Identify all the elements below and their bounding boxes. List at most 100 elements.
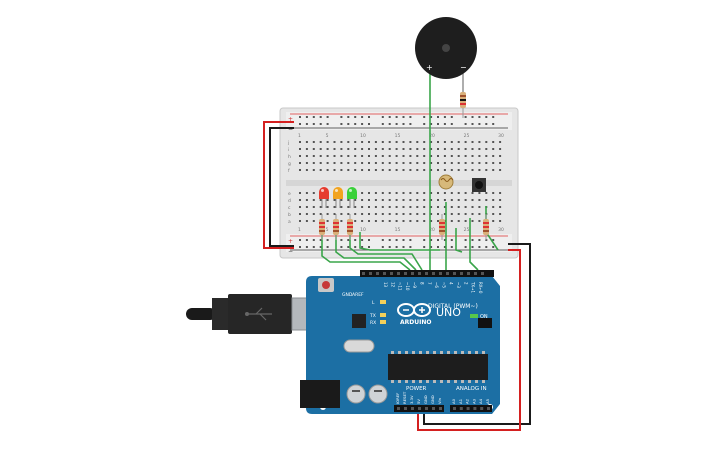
breadboard-hole[interactable] xyxy=(416,155,419,157)
header-pin[interactable] xyxy=(474,272,477,275)
breadboard-hole[interactable] xyxy=(492,162,495,164)
breadboard-hole[interactable] xyxy=(464,246,467,248)
breadboard-hole[interactable] xyxy=(299,148,301,150)
breadboard-hole[interactable] xyxy=(395,239,398,241)
breadboard-hole[interactable] xyxy=(492,213,495,215)
breadboard-hole[interactable] xyxy=(437,169,439,171)
breadboard-hole[interactable] xyxy=(381,155,384,157)
breadboard-hole[interactable] xyxy=(333,199,336,201)
breadboard-hole[interactable] xyxy=(443,155,446,157)
breadboard-hole[interactable] xyxy=(312,199,315,201)
breadboard-hole[interactable] xyxy=(457,162,460,164)
header-pin[interactable] xyxy=(411,272,414,275)
breadboard-hole[interactable] xyxy=(443,162,446,164)
breadboard-hole[interactable] xyxy=(340,123,343,125)
breadboard-hole[interactable] xyxy=(430,206,433,208)
breadboard-hole[interactable] xyxy=(374,220,377,222)
breadboard-hole[interactable] xyxy=(395,246,398,248)
breadboard-hole[interactable] xyxy=(464,192,467,194)
breadboard-hole[interactable] xyxy=(326,239,329,241)
breadboard-hole[interactable] xyxy=(430,239,433,241)
breadboard-hole[interactable] xyxy=(499,162,502,164)
breadboard-hole[interactable] xyxy=(312,155,315,157)
breadboard-hole[interactable] xyxy=(381,213,384,215)
breadboard-hole[interactable] xyxy=(450,206,453,208)
breadboard-hole[interactable] xyxy=(430,162,433,164)
breadboard-hole[interactable] xyxy=(388,239,391,241)
breadboard-hole[interactable] xyxy=(354,213,357,215)
breadboard-hole[interactable] xyxy=(471,199,474,201)
breadboard-hole[interactable] xyxy=(388,123,391,125)
breadboard-hole[interactable] xyxy=(478,141,481,143)
header-pin[interactable] xyxy=(369,272,372,275)
piezo-buzzer[interactable]: + − xyxy=(415,17,477,96)
breadboard-hole[interactable] xyxy=(437,239,439,241)
breadboard-hole[interactable] xyxy=(492,148,495,150)
breadboard-hole[interactable] xyxy=(340,213,343,215)
breadboard-hole[interactable] xyxy=(499,199,502,201)
green-wire-led-orange[interactable] xyxy=(335,232,417,271)
breadboard-hole[interactable] xyxy=(347,116,350,118)
breadboard-hole[interactable] xyxy=(478,213,481,215)
breadboard-hole[interactable] xyxy=(471,141,474,143)
breadboard-hole[interactable] xyxy=(430,192,433,194)
breadboard-hole[interactable] xyxy=(333,148,336,150)
breadboard-hole[interactable] xyxy=(457,213,460,215)
breadboard-hole[interactable] xyxy=(437,220,439,222)
header-pin[interactable] xyxy=(473,407,477,410)
breadboard-hole[interactable] xyxy=(368,213,370,215)
header-pin[interactable] xyxy=(432,272,435,275)
breadboard-hole[interactable] xyxy=(347,206,350,208)
breadboard-hole[interactable] xyxy=(423,199,426,201)
breadboard-hole[interactable] xyxy=(305,116,308,118)
breadboard-hole[interactable] xyxy=(319,116,322,118)
breadboard-hole[interactable] xyxy=(471,213,474,215)
breadboard-hole[interactable] xyxy=(485,169,488,171)
breadboard-hole[interactable] xyxy=(395,141,398,143)
breadboard-hole[interactable] xyxy=(388,220,391,222)
breadboard-hole[interactable] xyxy=(374,141,377,143)
breadboard-hole[interactable] xyxy=(450,213,453,215)
breadboard-hole[interactable] xyxy=(305,206,308,208)
breadboard-hole[interactable] xyxy=(299,155,301,157)
breadboard-hole[interactable] xyxy=(368,116,370,118)
breadboard-hole[interactable] xyxy=(326,220,329,222)
breadboard-hole[interactable] xyxy=(409,162,412,164)
breadboard-hole[interactable] xyxy=(423,162,426,164)
breadboard-hole[interactable] xyxy=(437,192,439,194)
black-wire-gnd[interactable] xyxy=(423,243,531,425)
breadboard-hole[interactable] xyxy=(478,116,481,118)
breadboard-hole[interactable] xyxy=(388,141,391,143)
breadboard-hole[interactable] xyxy=(395,148,398,150)
header-pin[interactable] xyxy=(480,407,484,410)
breadboard-hole[interactable] xyxy=(361,199,364,201)
breadboard-hole[interactable] xyxy=(485,162,488,164)
breadboard-hole[interactable] xyxy=(492,206,495,208)
breadboard-hole[interactable] xyxy=(361,141,364,143)
breadboard-hole[interactable] xyxy=(374,155,377,157)
breadboard-hole[interactable] xyxy=(305,246,308,248)
breadboard-hole[interactable] xyxy=(430,220,433,222)
breadboard-hole[interactable] xyxy=(368,192,370,194)
breadboard-hole[interactable] xyxy=(443,239,446,241)
breadboard-hole[interactable] xyxy=(464,155,467,157)
breadboard-hole[interactable] xyxy=(388,148,391,150)
breadboard-hole[interactable] xyxy=(368,141,370,143)
breadboard-hole[interactable] xyxy=(423,206,426,208)
usb-cable[interactable] xyxy=(186,294,317,334)
breadboard-hole[interactable] xyxy=(478,162,481,164)
breadboard-hole[interactable] xyxy=(402,239,405,241)
breadboard-hole[interactable] xyxy=(492,246,495,248)
breadboard-hole[interactable] xyxy=(326,148,329,150)
breadboard-hole[interactable] xyxy=(471,206,474,208)
breadboard-hole[interactable] xyxy=(464,141,467,143)
breadboard-hole[interactable] xyxy=(340,246,343,248)
breadboard-hole[interactable] xyxy=(374,169,377,171)
breadboard-hole[interactable] xyxy=(312,213,315,215)
breadboard-hole[interactable] xyxy=(409,199,412,201)
breadboard-hole[interactable] xyxy=(347,239,350,241)
breadboard-hole[interactable] xyxy=(464,116,467,118)
breadboard-hole[interactable] xyxy=(409,123,412,125)
header-pin[interactable] xyxy=(404,407,407,410)
